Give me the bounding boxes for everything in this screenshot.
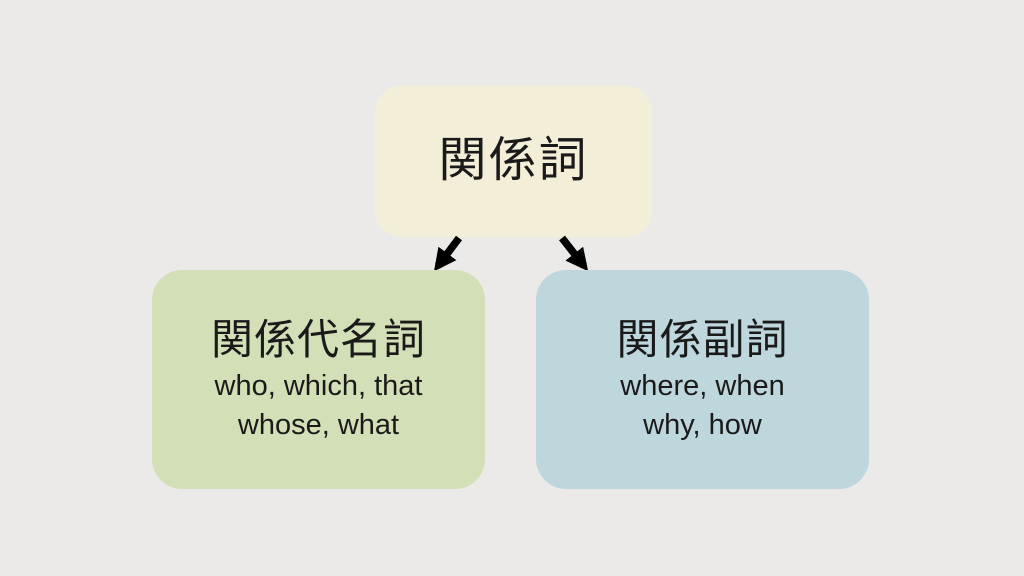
arrow-to-relative-pronouns (433, 235, 462, 272)
root-box-relatives: 関係詞 (375, 86, 652, 237)
arrow-to-relative-adverbs (559, 235, 589, 272)
child-box-relative-pronouns: 関係代名詞 who, which, that whose, what (152, 270, 485, 489)
relative-pronouns-examples-line1: who, which, that (214, 369, 423, 402)
relative-pronouns-examples-line2: whose, what (237, 408, 400, 441)
relative-adverbs-examples-line2: why, how (643, 408, 762, 441)
relative-adverbs-examples-line1: where, when (620, 369, 785, 402)
relative-adverbs-title: 関係副詞 (616, 316, 789, 364)
relative-pronouns-title: 関係代名詞 (210, 316, 426, 364)
root-box-label: 関係詞 (438, 134, 589, 188)
child-box-relative-adverbs: 関係副詞 where, when why, how (536, 270, 869, 489)
